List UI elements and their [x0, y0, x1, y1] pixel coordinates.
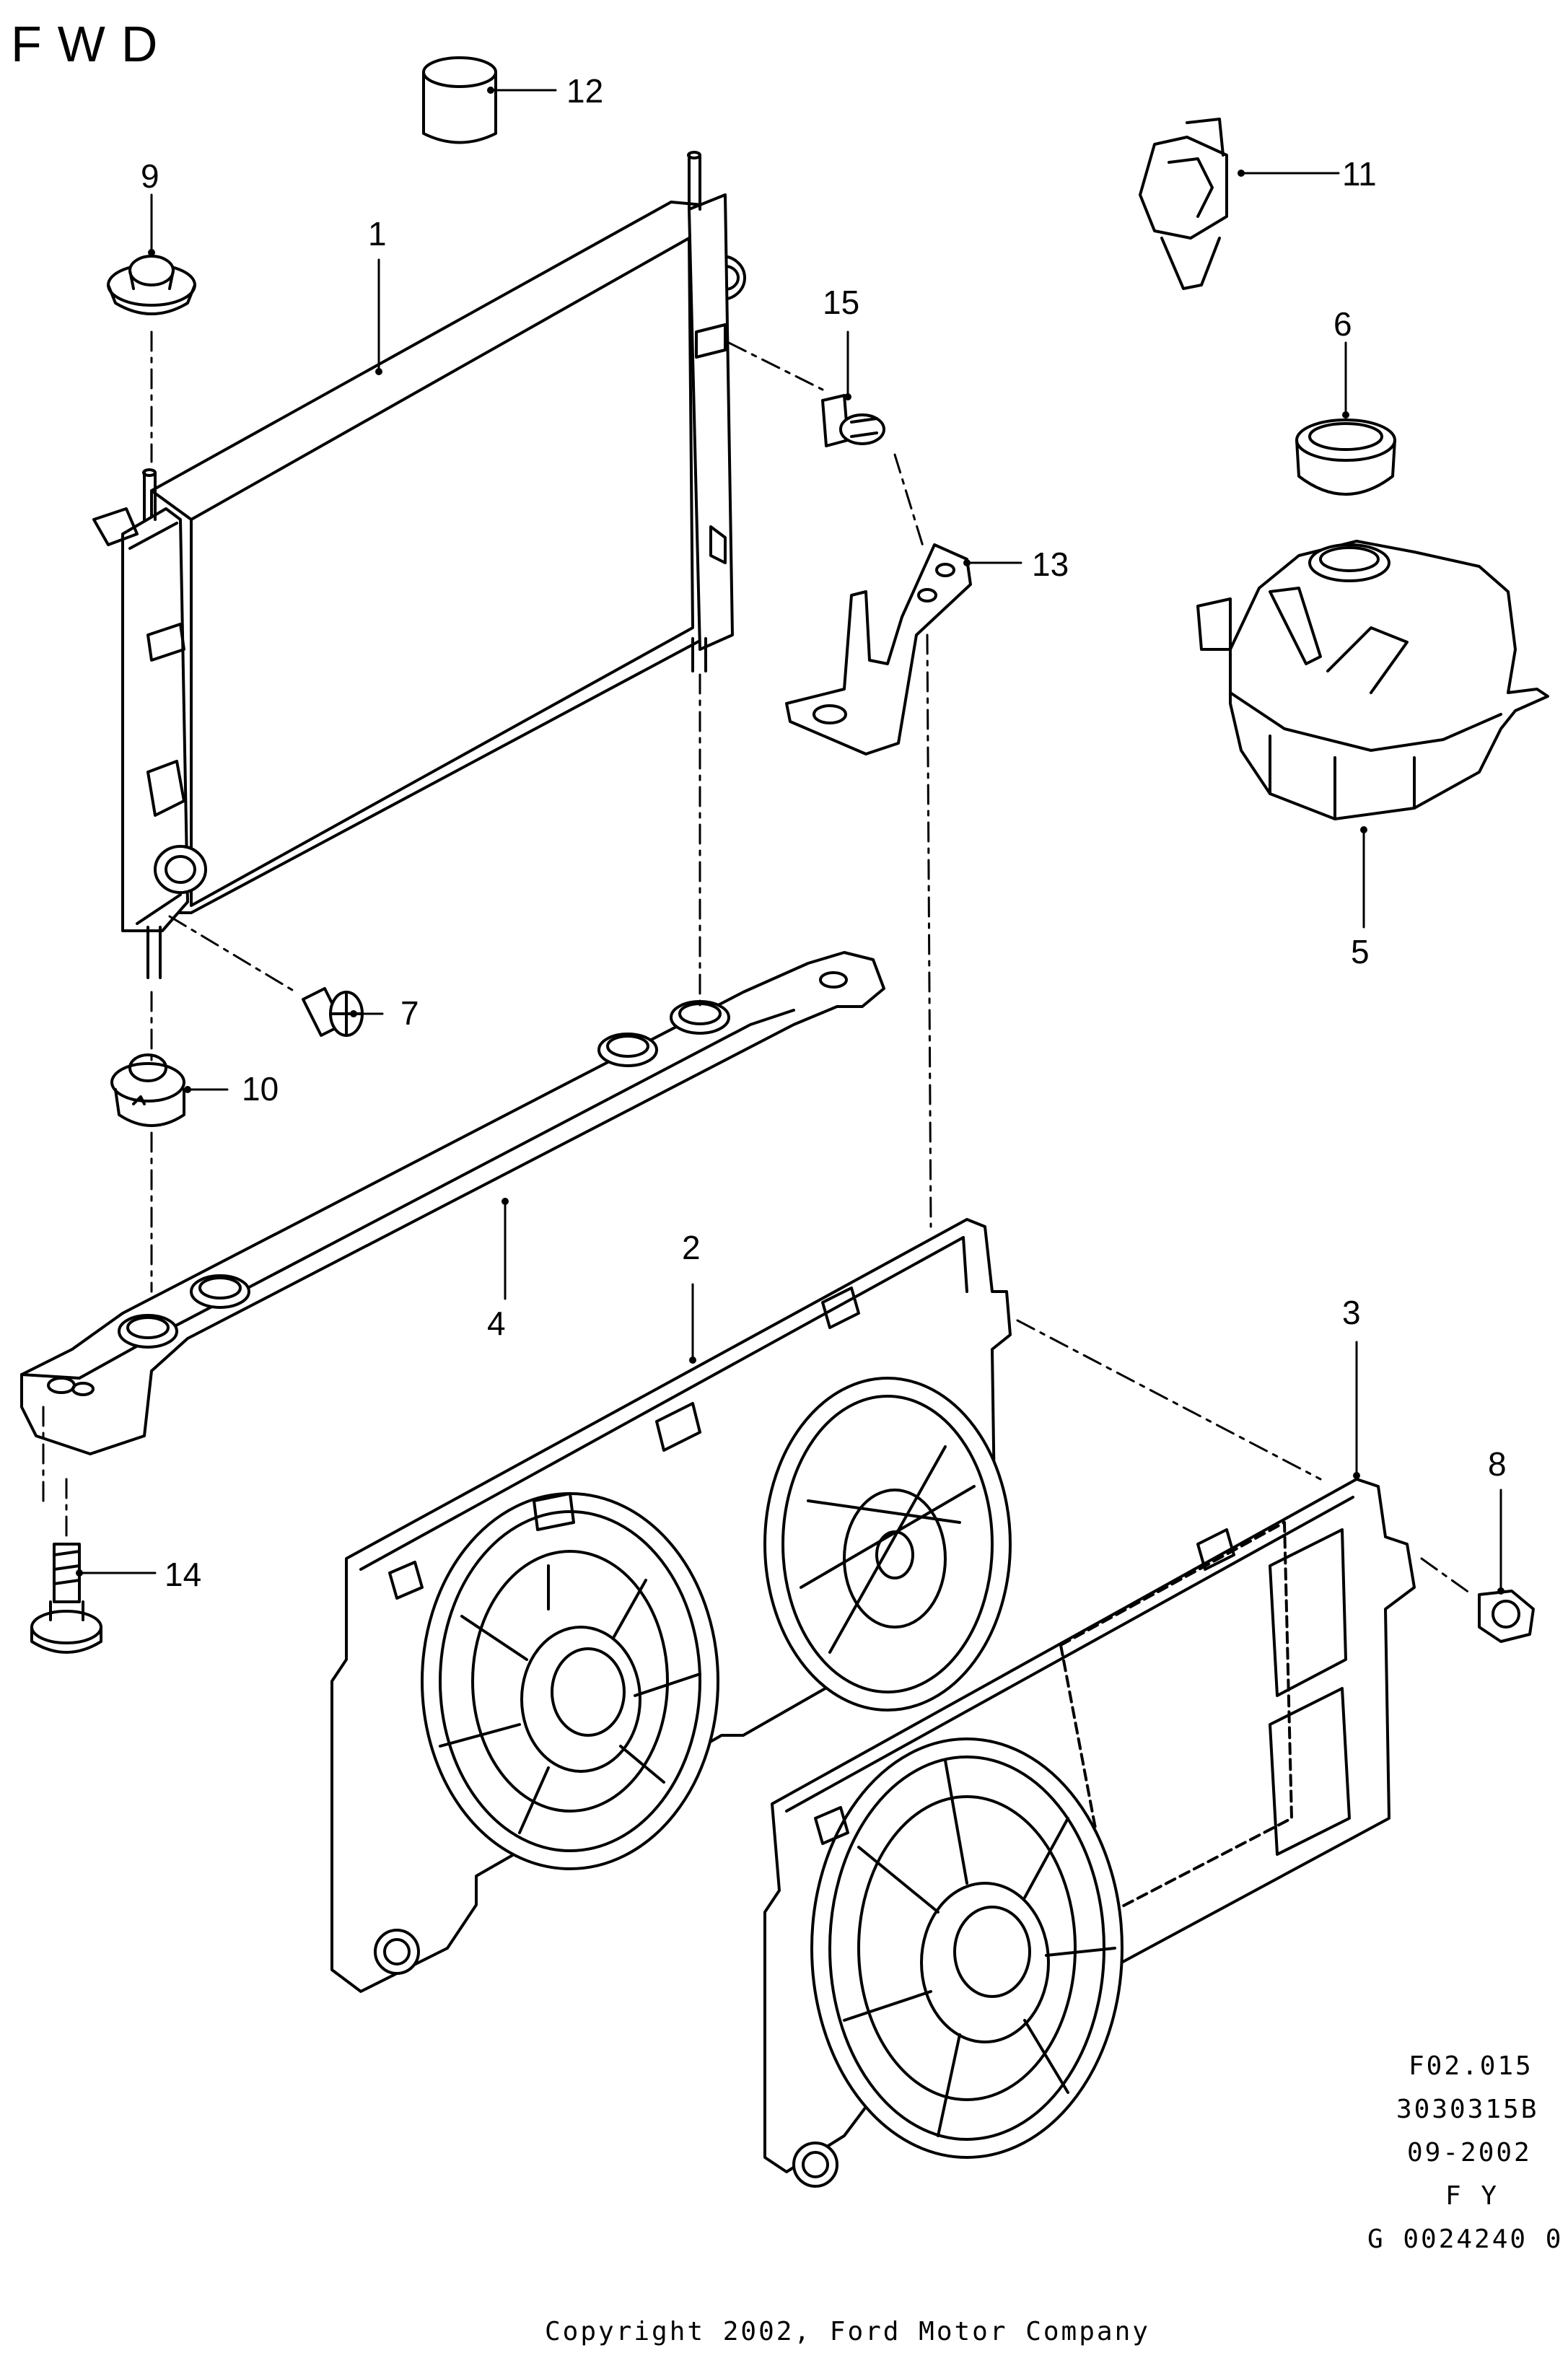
callout-6: 6 — [1333, 305, 1352, 343]
hex-nut — [1478, 1590, 1535, 1643]
mounting-screw — [821, 394, 885, 447]
callout-10: 10 — [242, 1070, 279, 1108]
callout-7: 7 — [400, 994, 419, 1032]
callout-15: 15 — [823, 284, 859, 321]
drain-plug — [302, 987, 364, 1037]
radiator — [92, 151, 746, 979]
ref-drawing-number: G 0024240 0 — [1367, 2225, 1563, 2254]
assembly-lines — [42, 330, 1473, 1596]
reference-block: F02.015 3030315B 09-2002 F Y G 0024240 0 — [1367, 2051, 1563, 2254]
hose-clip — [1139, 118, 1228, 290]
callout-12: 12 — [566, 72, 603, 110]
callout-5: 5 — [1351, 933, 1370, 970]
callout-9: 9 — [141, 157, 159, 195]
callout-13: 13 — [1032, 545, 1069, 583]
callout-2: 2 — [682, 1229, 701, 1266]
flange-bolt — [30, 1543, 102, 1654]
callout-1: 1 — [368, 215, 387, 253]
upper-rubber-insulator — [107, 255, 196, 315]
copyright-notice: Copyright 2002, Ford Motor Company — [545, 2317, 1150, 2346]
ref-figure-number: F02.015 — [1409, 2051, 1533, 2081]
callout-11: 11 — [1342, 155, 1377, 193]
rubber-bushing — [422, 56, 497, 144]
lower-rubber-insulator — [110, 1053, 185, 1127]
callout-8: 8 — [1488, 1445, 1507, 1483]
callout-4: 4 — [487, 1305, 506, 1342]
dual-fan-shroud — [330, 1218, 1012, 1993]
expansion-tank — [1196, 540, 1549, 820]
callout-leaders — [78, 89, 1502, 1592]
leader-dots — [76, 87, 1505, 1595]
callout-14: 14 — [165, 1556, 201, 1593]
expansion-tank-cap — [1295, 418, 1396, 496]
single-fan-shroud — [763, 1478, 1416, 2188]
lower-crossmember — [20, 951, 885, 1455]
ref-model-code: F Y — [1445, 2181, 1499, 2211]
direction-label-fwd: FWD — [11, 16, 173, 72]
ref-part-code: 3030315B — [1396, 2095, 1538, 2124]
ref-date: 09-2002 — [1407, 2138, 1532, 2168]
callout-3: 3 — [1342, 1294, 1361, 1331]
mounting-bracket — [785, 543, 972, 755]
